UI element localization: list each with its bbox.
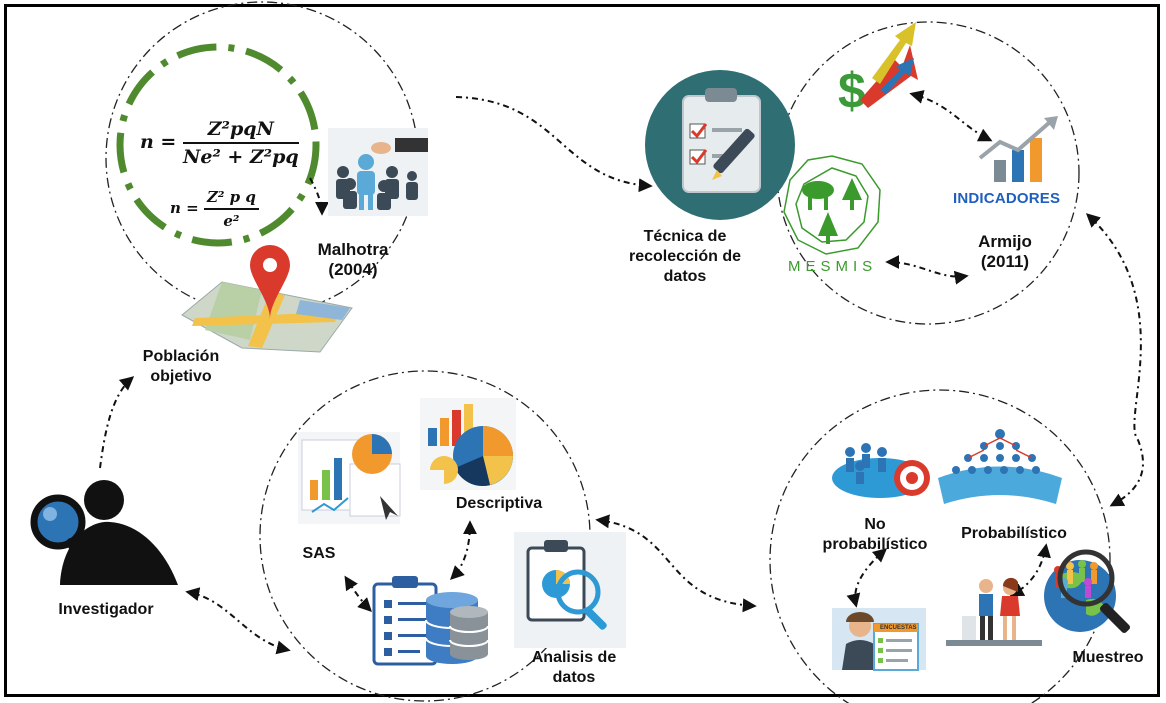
descriptiva-label: Descriptiva <box>455 495 543 512</box>
arrow-sas-database <box>344 575 372 612</box>
svg-text:$: $ <box>838 63 866 119</box>
map-pin-icon <box>181 245 353 353</box>
target-people-icon <box>832 443 930 498</box>
people-pyramid-icon <box>938 429 1062 504</box>
arrow-noprob-surveyor <box>846 548 888 608</box>
formula-fraction: Z²pqN Ne² + Z²pq <box>182 118 299 168</box>
arrow-formula-to-people <box>309 177 329 216</box>
arrow-sampling-to-tecnica <box>455 96 653 193</box>
formula-lhs: n = <box>140 131 177 153</box>
globe-magnifier-icon <box>1044 549 1131 634</box>
formula-ring <box>116 43 320 247</box>
arrow-investigador-analysis <box>185 587 291 655</box>
arrow-descriptiva-database <box>450 520 477 580</box>
armijo-label: Armijo (2011) <box>978 232 1032 271</box>
formula-numerator: Z²pqN <box>182 118 299 144</box>
outer-frame <box>4 4 1160 697</box>
dollar-growth-icon: $ <box>838 22 918 119</box>
clipboard-checklist-icon <box>645 70 795 220</box>
malhotra-label: Malhotra (2004) <box>317 240 389 279</box>
sas-label: SAS <box>302 545 336 562</box>
pie-bar-chart-icon <box>420 398 516 490</box>
arrow-dollar-indicators <box>909 90 993 142</box>
probabilistico-label: Probabilístico <box>961 525 1067 542</box>
sample-size-formula-infinite: n = Z² p q e² <box>170 188 259 230</box>
analysis-magnifier-icon <box>514 532 626 648</box>
interview-people-icon <box>946 577 1042 646</box>
arrow-analysis-sampling <box>595 514 757 613</box>
surveyor-icon <box>832 608 926 671</box>
sampling-circle <box>769 389 1111 703</box>
investigador-label: Investigador <box>58 601 154 618</box>
arrow-mesmis-armijo <box>885 255 969 285</box>
formula-fraction: Z² p q e² <box>203 188 259 230</box>
investigator-magnifier-icon <box>30 480 178 585</box>
analisis-label: Analisis de datos <box>531 649 617 686</box>
sample-size-people-icon <box>328 128 428 216</box>
checklist-database-icon <box>372 576 489 666</box>
indicadores-label: INDICADORES <box>953 190 1061 207</box>
mesmis-label: MESMIS <box>788 258 878 275</box>
arrow-investigador-poblacion <box>99 376 135 469</box>
arrow-indicators-muestreo <box>1085 213 1144 507</box>
no-probabilistico-label: No probabilístico <box>822 516 928 553</box>
mesmis-logo <box>783 155 881 255</box>
formula-numerator: Z² p q <box>203 188 259 210</box>
poblacion-label: Población objetivo <box>142 348 220 385</box>
muestreo-label: Muestreo <box>1072 649 1144 666</box>
formula-lhs: n = <box>170 199 199 217</box>
dashboard-pie-icon <box>298 432 401 524</box>
sample-size-formula-finite: n = Z²pqN Ne² + Z²pq <box>140 118 299 168</box>
tecnica-label: Técnica de recolección de datos <box>628 228 742 285</box>
formula-denominator: Ne² + Z²pq <box>182 146 299 168</box>
formula-denominator: e² <box>223 212 240 230</box>
indicators-chart-icon <box>978 116 1058 182</box>
encuestas-label: ENCUESTAS <box>880 625 917 631</box>
